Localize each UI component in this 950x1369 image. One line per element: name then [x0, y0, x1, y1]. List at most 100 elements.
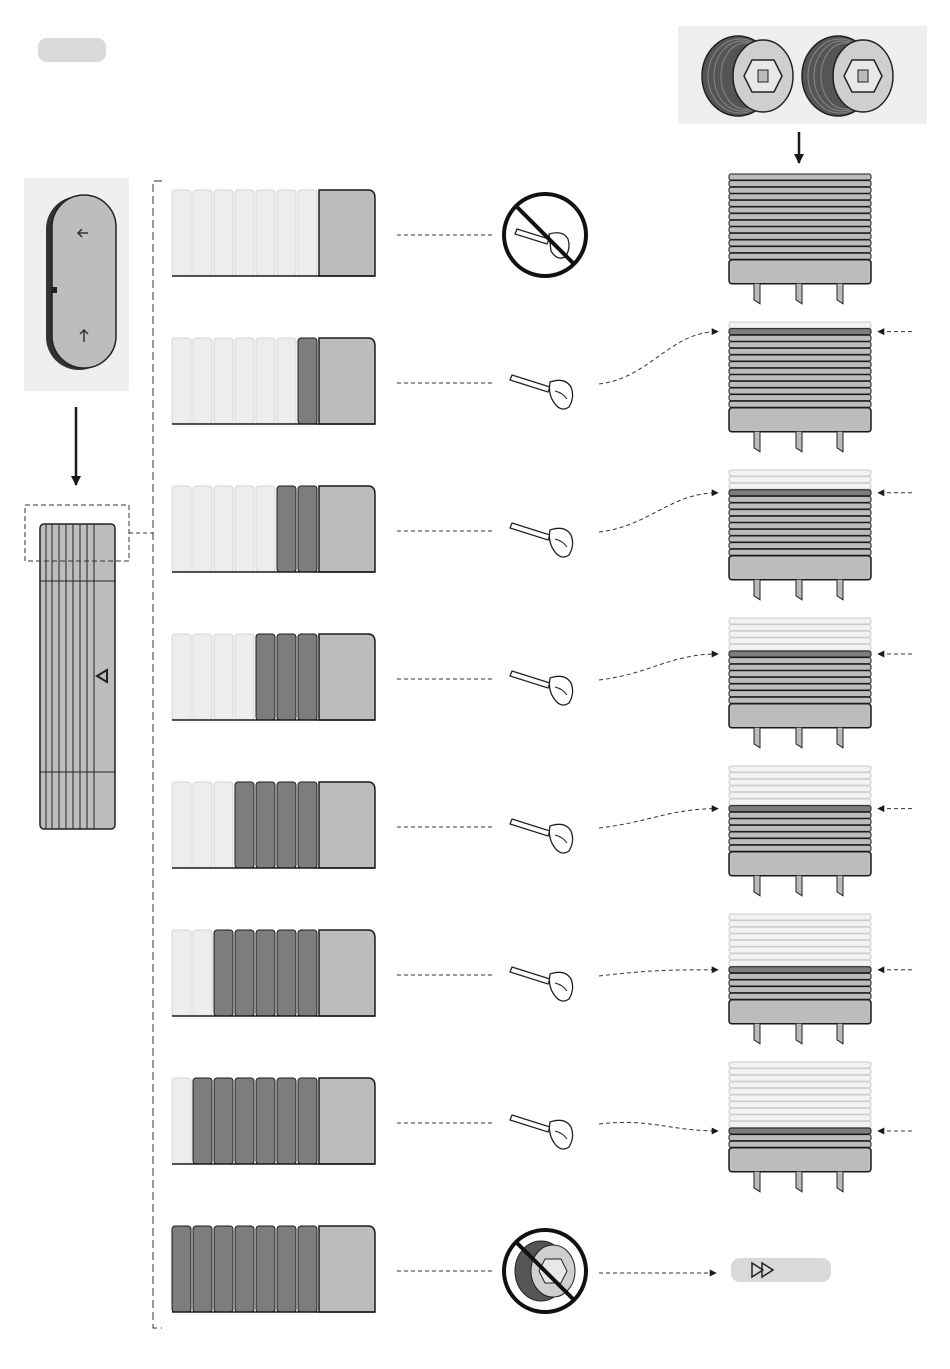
spool-pin [754, 876, 760, 896]
spool-stack [729, 322, 871, 452]
spool-rib [729, 388, 871, 394]
spool-rib [729, 934, 871, 940]
spool-rib [729, 335, 871, 341]
strip-segment [235, 1226, 254, 1312]
fast-forward-icon [731, 1258, 831, 1282]
device-front-panel [24, 178, 129, 391]
strip-segment [298, 190, 317, 276]
strip-segment [172, 338, 191, 424]
spool-rib [729, 1062, 871, 1068]
spool-rib [729, 786, 871, 792]
spool-base [729, 556, 871, 580]
strip-end-cap [319, 1226, 375, 1312]
spool-rib [729, 1135, 871, 1141]
spool-rib [729, 1088, 871, 1094]
spool-rib [729, 806, 871, 812]
strip-segment [277, 486, 296, 572]
skip-button[interactable] [731, 1258, 831, 1282]
strip-segment [172, 190, 191, 276]
strip-segment [277, 190, 296, 276]
spool-pin [837, 284, 843, 304]
spool-rib [729, 927, 871, 933]
strip-segment [193, 930, 212, 1016]
spool-base [729, 852, 871, 876]
spool-rib [729, 1108, 871, 1114]
spool-rib [729, 529, 871, 535]
spool-rib [729, 980, 871, 986]
spool-rib [729, 940, 871, 946]
step-row [172, 1062, 912, 1192]
spool-rib [729, 496, 871, 502]
step-row [172, 766, 912, 896]
spool-rib [729, 697, 871, 703]
spool-rib [729, 779, 871, 785]
spool-rib [729, 1128, 871, 1134]
spool-pin [837, 580, 843, 600]
strip-segments [172, 1078, 375, 1164]
spool-rib [729, 355, 871, 361]
strip-segment [298, 782, 317, 868]
spool-rib [729, 516, 871, 522]
spool-pin [837, 432, 843, 452]
pliers-icon [510, 523, 573, 557]
strip-segment [214, 1226, 233, 1312]
strip-segment [235, 930, 254, 1016]
strip-segments [172, 190, 375, 276]
spool-rib [729, 960, 871, 966]
spool-rib [729, 664, 871, 670]
spool-rib [729, 247, 871, 253]
spool-rib [729, 1115, 871, 1121]
strip-segment [298, 1078, 317, 1164]
strip-segment [256, 1226, 275, 1312]
spool-rib [729, 187, 871, 193]
spool-pin [754, 1024, 760, 1044]
spool-rib [729, 381, 871, 387]
spool-rib [729, 477, 871, 483]
spool-rib [729, 194, 871, 200]
strip-segment [298, 486, 317, 572]
strip-segment [193, 338, 212, 424]
spool-rib [729, 987, 871, 993]
spool-rib [729, 329, 871, 335]
roll-icon [802, 36, 893, 116]
strip-segment [193, 1078, 212, 1164]
strip-segment [277, 634, 296, 720]
curved-arrow [599, 654, 718, 680]
spool-rib [729, 536, 871, 542]
spool-rib [729, 691, 871, 697]
device-side-view [40, 524, 115, 829]
strip-end-cap [319, 338, 375, 424]
strip-segment [256, 930, 275, 1016]
strip-segment [214, 1078, 233, 1164]
curved-arrow [599, 332, 718, 384]
spool-pin [754, 284, 760, 304]
spool-stack [729, 174, 871, 304]
spool-rib [729, 973, 871, 979]
spool-rib [729, 342, 871, 348]
spool-rib [729, 503, 871, 509]
strip-segment [172, 486, 191, 572]
spool-rib [729, 543, 871, 549]
strip-segment [277, 1226, 296, 1312]
spool-rib [729, 1121, 871, 1127]
spool-rib [729, 220, 871, 226]
spool-stack [729, 618, 871, 748]
spool-pin [837, 1024, 843, 1044]
strip-segment [235, 782, 254, 868]
strip-segment [193, 634, 212, 720]
strip-segment [193, 1226, 212, 1312]
strip-segments [172, 782, 375, 868]
spool-rib [729, 825, 871, 831]
spool-rib [729, 549, 871, 555]
strip-segments [172, 1226, 375, 1312]
curved-arrow [599, 970, 718, 976]
strip-segment [298, 930, 317, 1016]
spool-pin [796, 580, 802, 600]
spool-rib [729, 644, 871, 650]
strip-segment [214, 338, 233, 424]
spool-rib [729, 253, 871, 259]
strip-segment [298, 338, 317, 424]
no-pliers-icon [504, 194, 586, 276]
spool-rib [729, 395, 871, 401]
